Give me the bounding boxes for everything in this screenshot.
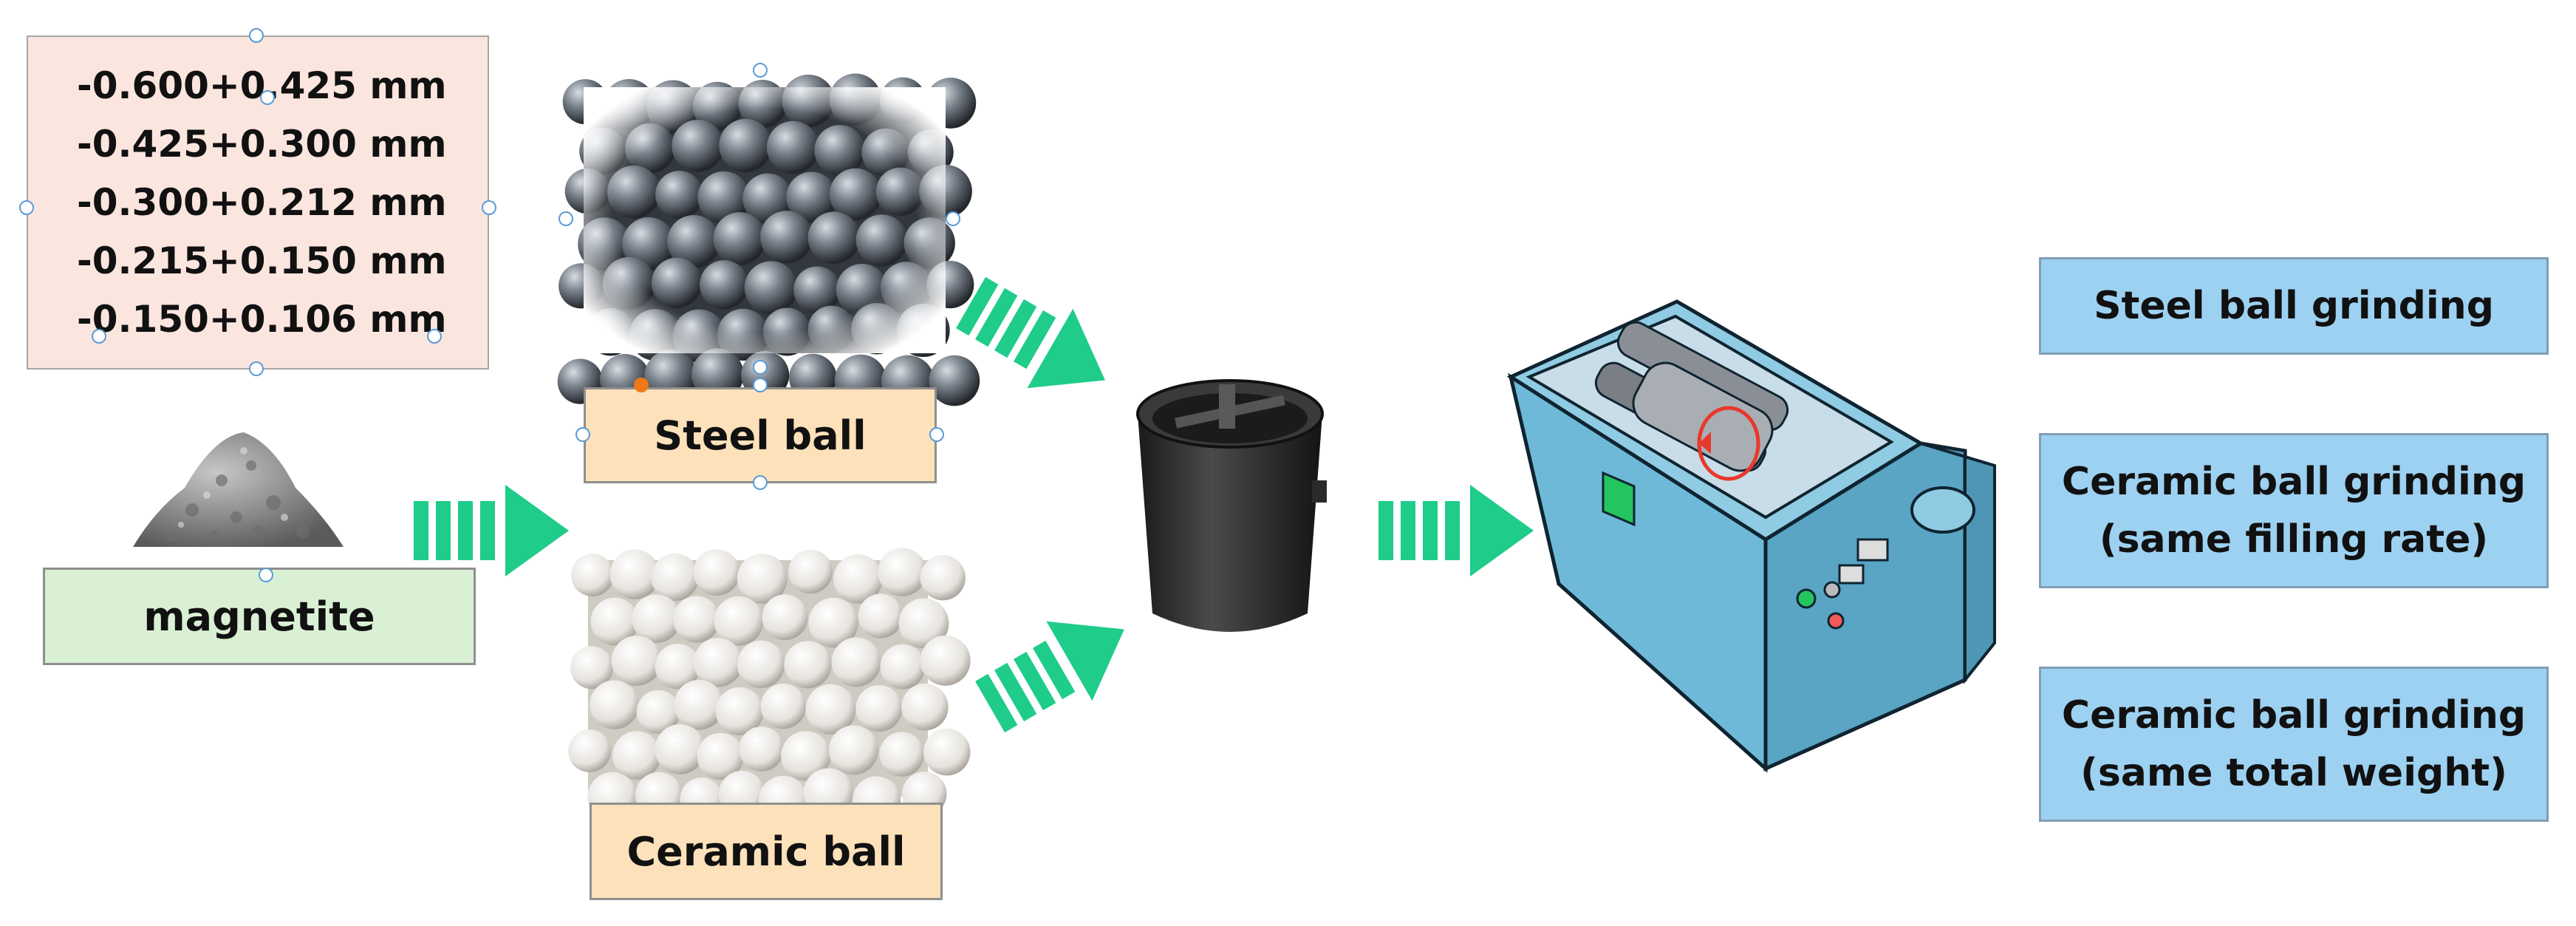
ball-texture [571, 554, 614, 596]
selection-handle[interactable] [753, 63, 768, 78]
ball-texture [920, 555, 966, 601]
ball-texture [609, 549, 660, 599]
outcome-ceramic-same-total-weight: Ceramic ball grinding (same total weight… [2039, 667, 2549, 822]
selection-handle[interactable] [946, 211, 960, 226]
ball-texture [673, 596, 720, 643]
selection-handle[interactable] [249, 361, 264, 376]
ball-texture [590, 597, 639, 646]
ball-texture [762, 594, 808, 641]
ball-texture [674, 679, 725, 730]
outcome-condition: (same filling rate) [2099, 517, 2489, 562]
ceramic-balls-image [568, 548, 971, 825]
ball-texture [570, 646, 613, 690]
ball-texture [923, 728, 971, 776]
ball-mill-machine-image [1506, 299, 1996, 773]
ball-texture [808, 597, 858, 648]
selection-handle[interactable] [427, 329, 442, 344]
ball-texture [788, 549, 833, 594]
ball-texture [880, 644, 926, 690]
ball-texture [831, 637, 881, 687]
ball-texture [878, 548, 926, 596]
arrow-jar-to-mill [1378, 485, 1534, 576]
steel-ball-label-text: Steel ball [654, 412, 867, 459]
steel-balls-image [557, 73, 980, 409]
ball-texture [715, 687, 764, 735]
selection-handle[interactable] [260, 90, 275, 105]
ball-texture [693, 549, 740, 596]
ball-texture [737, 554, 788, 604]
outcome-condition: (same total weight) [2080, 751, 2507, 795]
selection-handle[interactable] [558, 211, 573, 226]
ball-texture [612, 731, 661, 780]
ball-texture [632, 594, 681, 644]
selection-handle[interactable] [482, 200, 496, 215]
ball-texture [655, 724, 706, 774]
ball-texture [898, 598, 949, 649]
rotate-handle[interactable] [634, 378, 649, 392]
grinding-jar-image [1136, 379, 1327, 632]
ball-texture [568, 729, 611, 772]
selection-handle[interactable] [249, 28, 264, 43]
ball-texture [858, 593, 903, 639]
ball-texture [833, 554, 883, 604]
ball-texture [828, 725, 878, 775]
selection-handle[interactable] [19, 200, 34, 215]
outcome-title: Ceramic ball grinding [2061, 693, 2527, 738]
magnetite-label-text: magnetite [143, 593, 375, 640]
ceramic-ball-label: Ceramic ball [590, 803, 943, 900]
outcome-steel-ball-grinding: Steel ball grinding [2039, 257, 2549, 355]
size-fraction-item: -0.150+0.106 mm [77, 297, 447, 341]
arrow-ceramic-to-jar [975, 621, 1124, 733]
ball-texture [784, 641, 832, 689]
selection-handle[interactable] [753, 360, 768, 375]
ball-texture [655, 644, 701, 690]
outcome-title: Steel ball grinding [2094, 284, 2494, 328]
ball-texture [760, 683, 806, 729]
ball-texture [651, 553, 699, 602]
ball-texture [693, 638, 743, 687]
size-fraction-item: -0.215+0.150 mm [77, 239, 447, 282]
ball-texture [879, 732, 924, 777]
arrow-magnetite-to-media [414, 485, 569, 576]
steel-ball-label: Steel ball [584, 387, 937, 483]
magnetite-pile-image [133, 432, 344, 547]
selection-handle[interactable] [259, 568, 273, 582]
ball-texture [920, 635, 971, 686]
outcome-ceramic-same-filling-rate: Ceramic ball grinding (same filling rate… [2039, 433, 2549, 588]
selection-handle[interactable] [92, 329, 106, 344]
size-fraction-item: -0.600+0.425 mm [77, 64, 447, 107]
selection-handle[interactable] [929, 427, 944, 442]
selection-handle[interactable] [753, 378, 768, 392]
ball-texture [901, 684, 949, 731]
size-fraction-item: -0.300+0.212 mm [77, 180, 447, 224]
ball-texture [805, 684, 856, 735]
ball-texture [714, 596, 764, 646]
size-fraction-item: -0.425+0.300 mm [77, 122, 447, 166]
size-fraction-list: -0.600+0.425 mm -0.425+0.300 mm -0.300+0… [27, 35, 489, 370]
ball-texture [611, 636, 662, 687]
ball-texture [636, 690, 680, 734]
outcome-title: Ceramic ball grinding [2061, 460, 2527, 504]
magnetite-label: magnetite [43, 568, 476, 665]
ball-texture [855, 685, 903, 732]
ball-texture [737, 640, 785, 689]
ball-texture [697, 732, 744, 780]
ceramic-ball-label-text: Ceramic ball [626, 828, 906, 875]
ball-texture [590, 680, 639, 729]
selection-handle[interactable] [575, 427, 590, 442]
ball-texture [929, 355, 980, 406]
arrow-steel-to-jar [956, 276, 1105, 389]
ball-texture [781, 731, 831, 781]
selection-handle[interactable] [753, 475, 768, 490]
ball-texture [739, 726, 785, 772]
